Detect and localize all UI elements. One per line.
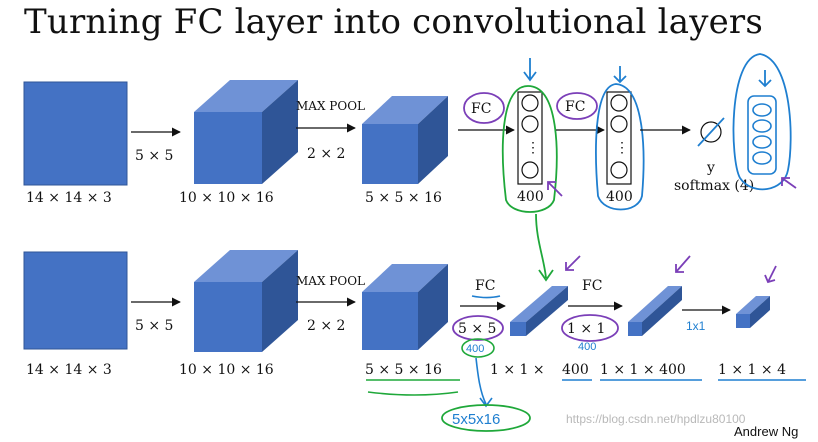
bottom-fc2-volume xyxy=(628,286,682,336)
top-pool-size: 2 × 2 xyxy=(307,146,345,162)
top-softmax-units-annotation xyxy=(752,103,772,165)
bottom-output-purple-arrow-annotation xyxy=(764,265,777,284)
bottom-pool-volume xyxy=(362,264,448,350)
bottom-fc1-note-circle-annotation xyxy=(461,338,495,358)
top-fc2-blue-annotation xyxy=(595,83,645,211)
top-output-node xyxy=(700,121,722,143)
bottom-input-volume xyxy=(23,251,128,350)
top-input-dims: 14 × 14 × 3 xyxy=(26,190,112,206)
bottom-fc1-note: 400 xyxy=(466,343,484,355)
bottom-fc1-underline-annotation xyxy=(471,295,501,299)
credit: Andrew Ng xyxy=(734,424,799,439)
top-softmax-arrow-annotation xyxy=(758,70,772,88)
top-fc1-blue-arrow-annotation xyxy=(523,58,537,82)
bottom-pool-dims: 5 × 5 × 16 xyxy=(365,362,442,378)
top-pool-volume xyxy=(362,96,448,184)
bottom-fc2-purple-arrow-annotation xyxy=(675,255,691,273)
top-fc1-purple-arrow-annotation xyxy=(547,181,563,197)
watermark: https://blog.csdn.net/hpdlzu80100 xyxy=(566,412,746,426)
bottom-pool-size: 2 × 2 xyxy=(307,318,345,334)
bottom-input-dims: 14 × 14 × 3 xyxy=(26,362,112,378)
bottom-output-volume xyxy=(736,296,770,328)
top-fc2-neurons xyxy=(606,91,632,185)
top-softmax-blue-annotation xyxy=(732,53,792,191)
bottom-fc2-note: 400 xyxy=(578,341,596,353)
bottom-fc3-out: 1 × 1 × 4 xyxy=(718,362,786,378)
top-fc1-neurons xyxy=(517,91,543,185)
top-pool-dims: 5 × 5 × 16 xyxy=(365,190,442,206)
top-conv1-volume xyxy=(194,80,298,184)
top-fc2-dots: ⋮ xyxy=(615,140,629,156)
bottom-fc2-out: 1 × 1 × 400 xyxy=(600,362,686,378)
page-title: Turning FC layer into convolutional laye… xyxy=(24,2,764,42)
bottom-conv1-dims: 10 × 10 × 16 xyxy=(179,362,274,378)
fc-to-conv-green-arrow-annotation xyxy=(535,213,554,282)
top-output-strike-annotation xyxy=(697,117,725,147)
bottom-fc2-filter: 1 × 1 xyxy=(567,321,605,337)
bottom-handwritten-dims: 5x5x16 xyxy=(452,411,500,428)
bottom-handwritten-arrow-annotation xyxy=(475,357,493,408)
bottom-fc3-note: 1x1 xyxy=(686,319,706,333)
top-fc1-circle-annotation xyxy=(463,92,505,124)
top-fc1-dots: ⋮ xyxy=(526,140,540,156)
top-pool-label: MAX POOL xyxy=(296,99,365,113)
bottom-fc1-purple-arrow-annotation xyxy=(565,255,581,271)
top-fc2-circle-annotation xyxy=(556,92,598,120)
top-fc2-label: FC xyxy=(565,99,585,115)
bottom-conv1-volume xyxy=(194,250,298,352)
bottom-fc1-out-prefix: 1 × 1 × xyxy=(490,362,545,378)
bottom-handwritten-circle-annotation xyxy=(441,404,531,432)
top-conv1-dims: 10 × 10 × 16 xyxy=(179,190,274,206)
top-softmax-box-annotation xyxy=(747,95,777,175)
bottom-pool-dims-underline-annotation xyxy=(366,379,460,396)
bottom-fc1-filter: 5 × 5 xyxy=(458,321,496,337)
top-input-volume xyxy=(23,81,128,186)
top-fc1-green-annotation xyxy=(501,85,558,213)
bottom-conv1-filter: 5 × 5 xyxy=(135,318,173,334)
top-softmax-purple-arrow-annotation xyxy=(781,177,797,189)
bottom-pool-label: MAX POOL xyxy=(296,274,365,288)
bottom-fc1-volume xyxy=(510,286,568,336)
bottom-fc1-filter-circle-annotation xyxy=(452,315,504,341)
top-softmax-label: softmax (4) xyxy=(674,178,754,194)
top-fc1-units: 400 xyxy=(517,189,544,205)
bottom-fc2-filter-circle-annotation xyxy=(561,314,619,342)
top-fc2-blue-arrow-annotation xyxy=(613,66,627,84)
bottom-fc1-out-num: 400 xyxy=(562,362,589,378)
top-fc2-units: 400 xyxy=(606,189,633,205)
top-conv1-filter: 5 × 5 xyxy=(135,148,173,164)
bottom-fc1-label: FC xyxy=(475,278,495,294)
top-output-label: y xyxy=(706,160,715,176)
bottom-fc2-label: FC xyxy=(582,278,602,294)
top-fc1-label: FC xyxy=(471,101,491,117)
